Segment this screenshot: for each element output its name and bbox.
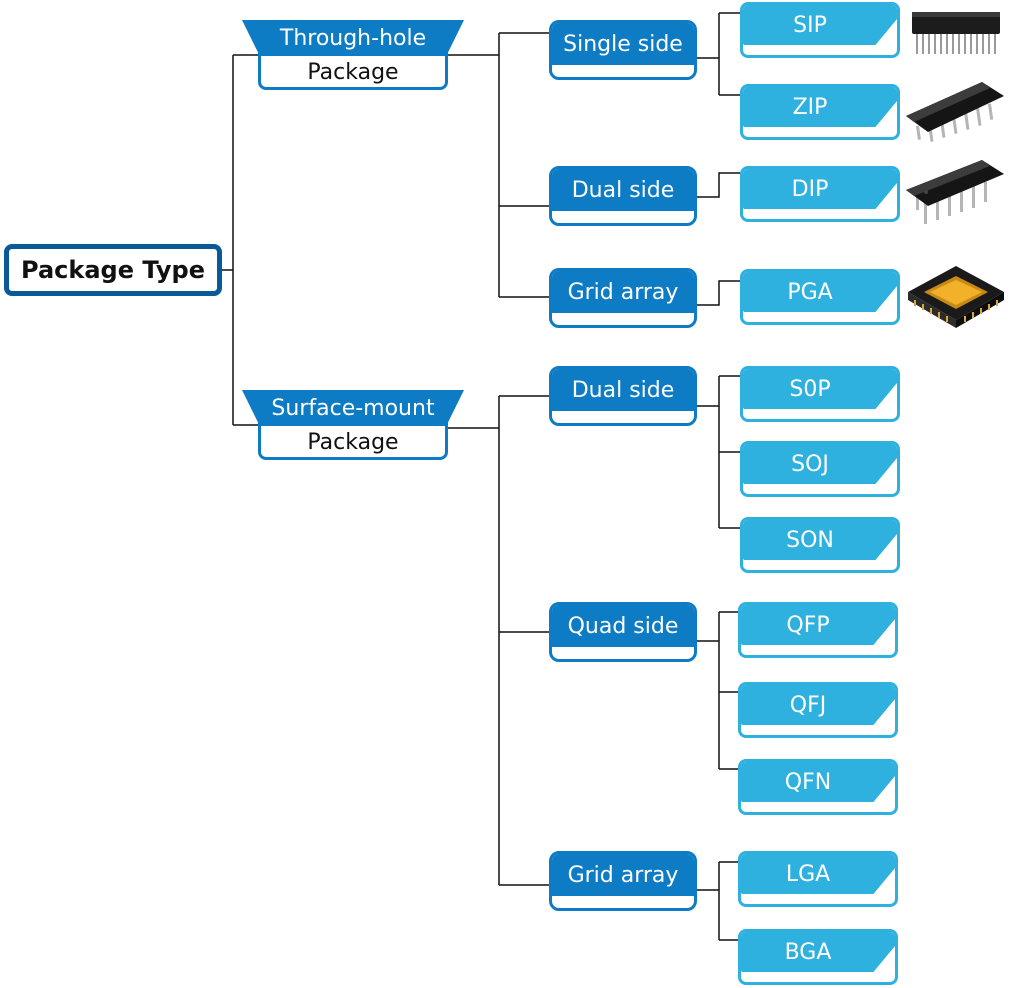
surface-mount-package-subtitle: Package	[307, 430, 399, 455]
root-node-package-type: Package Type	[4, 244, 222, 296]
leaf-soj-label: SOJ	[791, 451, 829, 477]
smd-grid-array-label: Grid array	[552, 854, 694, 896]
leaf-dip: DIP	[740, 166, 900, 222]
leaf-sip-label: SIP	[793, 12, 827, 38]
leaf-lga: LGA	[738, 851, 898, 907]
th-dual-side-node: Dual side	[549, 166, 697, 226]
th-grid-array-node: Grid array	[549, 268, 697, 328]
pga-chip-icon	[908, 266, 1004, 328]
leaf-lga-label: LGA	[785, 861, 831, 887]
dip-chip-icon	[906, 160, 1004, 224]
smd-quad-side-label: Quad side	[552, 605, 694, 647]
leaf-pga-header	[743, 272, 897, 312]
leaf-sop-label: S0P	[789, 376, 831, 402]
sip-chip-icon	[912, 12, 1000, 54]
smd-dual-side-node: Dual side	[549, 366, 697, 426]
leaf-bga: BGA	[738, 929, 898, 985]
smd-grid-array-node: Grid array	[549, 851, 697, 911]
smd-dual-side-label: Dual side	[552, 369, 694, 411]
leaf-qfp: QFP	[738, 602, 898, 658]
through-hole-package-node: Package Through-hole	[242, 20, 464, 90]
through-hole-package-title: Through-hole	[279, 25, 427, 51]
th-single-side-node: Single side	[549, 20, 697, 80]
leaf-qfn-label: QFN	[784, 769, 832, 795]
th-grid-array-label: Grid array	[552, 271, 694, 313]
leaf-qfn: QFN	[738, 759, 898, 815]
smd-quad-side-node: Quad side	[549, 602, 697, 662]
surface-mount-package-header: Surface-mount	[242, 390, 464, 426]
leaf-sop: S0P	[740, 366, 900, 422]
zip-chip-icon	[906, 82, 1004, 142]
leaf-bga-header	[741, 932, 895, 972]
leaf-sip: SIP	[740, 2, 900, 58]
through-hole-package-header: Through-hole	[242, 20, 464, 56]
th-dual-side-label: Dual side	[552, 169, 694, 211]
surface-mount-package-node: Package Surface-mount	[242, 390, 464, 460]
leaf-zip: ZIP	[740, 84, 900, 140]
leaf-pga: PGA	[740, 269, 900, 325]
leaf-qfn-header	[741, 762, 895, 802]
leaf-bga-label: BGA	[784, 939, 832, 965]
surface-mount-package-title: Surface-mount	[271, 395, 435, 421]
leaf-zip-header	[743, 87, 897, 127]
leaf-son-label: SON	[786, 527, 834, 553]
leaf-son: SON	[740, 517, 900, 573]
leaf-dip-label: DIP	[791, 176, 829, 202]
leaf-son-header	[743, 520, 897, 560]
leaf-qfj: QFJ	[738, 682, 898, 738]
leaf-pga-label: PGA	[787, 279, 833, 305]
th-single-side-label: Single side	[552, 23, 694, 65]
leaf-dip-header	[743, 169, 897, 209]
leaf-qfp-label: QFP	[786, 612, 830, 638]
through-hole-package-subtitle: Package	[307, 60, 399, 85]
leaf-qfj-label: QFJ	[789, 692, 827, 718]
leaf-zip-label: ZIP	[792, 94, 828, 120]
leaf-lga-header	[741, 854, 895, 894]
leaf-qfp-header	[741, 605, 895, 645]
leaf-qfj-header	[741, 685, 895, 725]
leaf-sop-header	[743, 369, 897, 409]
leaf-soj: SOJ	[740, 441, 900, 497]
leaf-sip-header	[743, 5, 897, 45]
leaf-soj-header	[743, 444, 897, 484]
